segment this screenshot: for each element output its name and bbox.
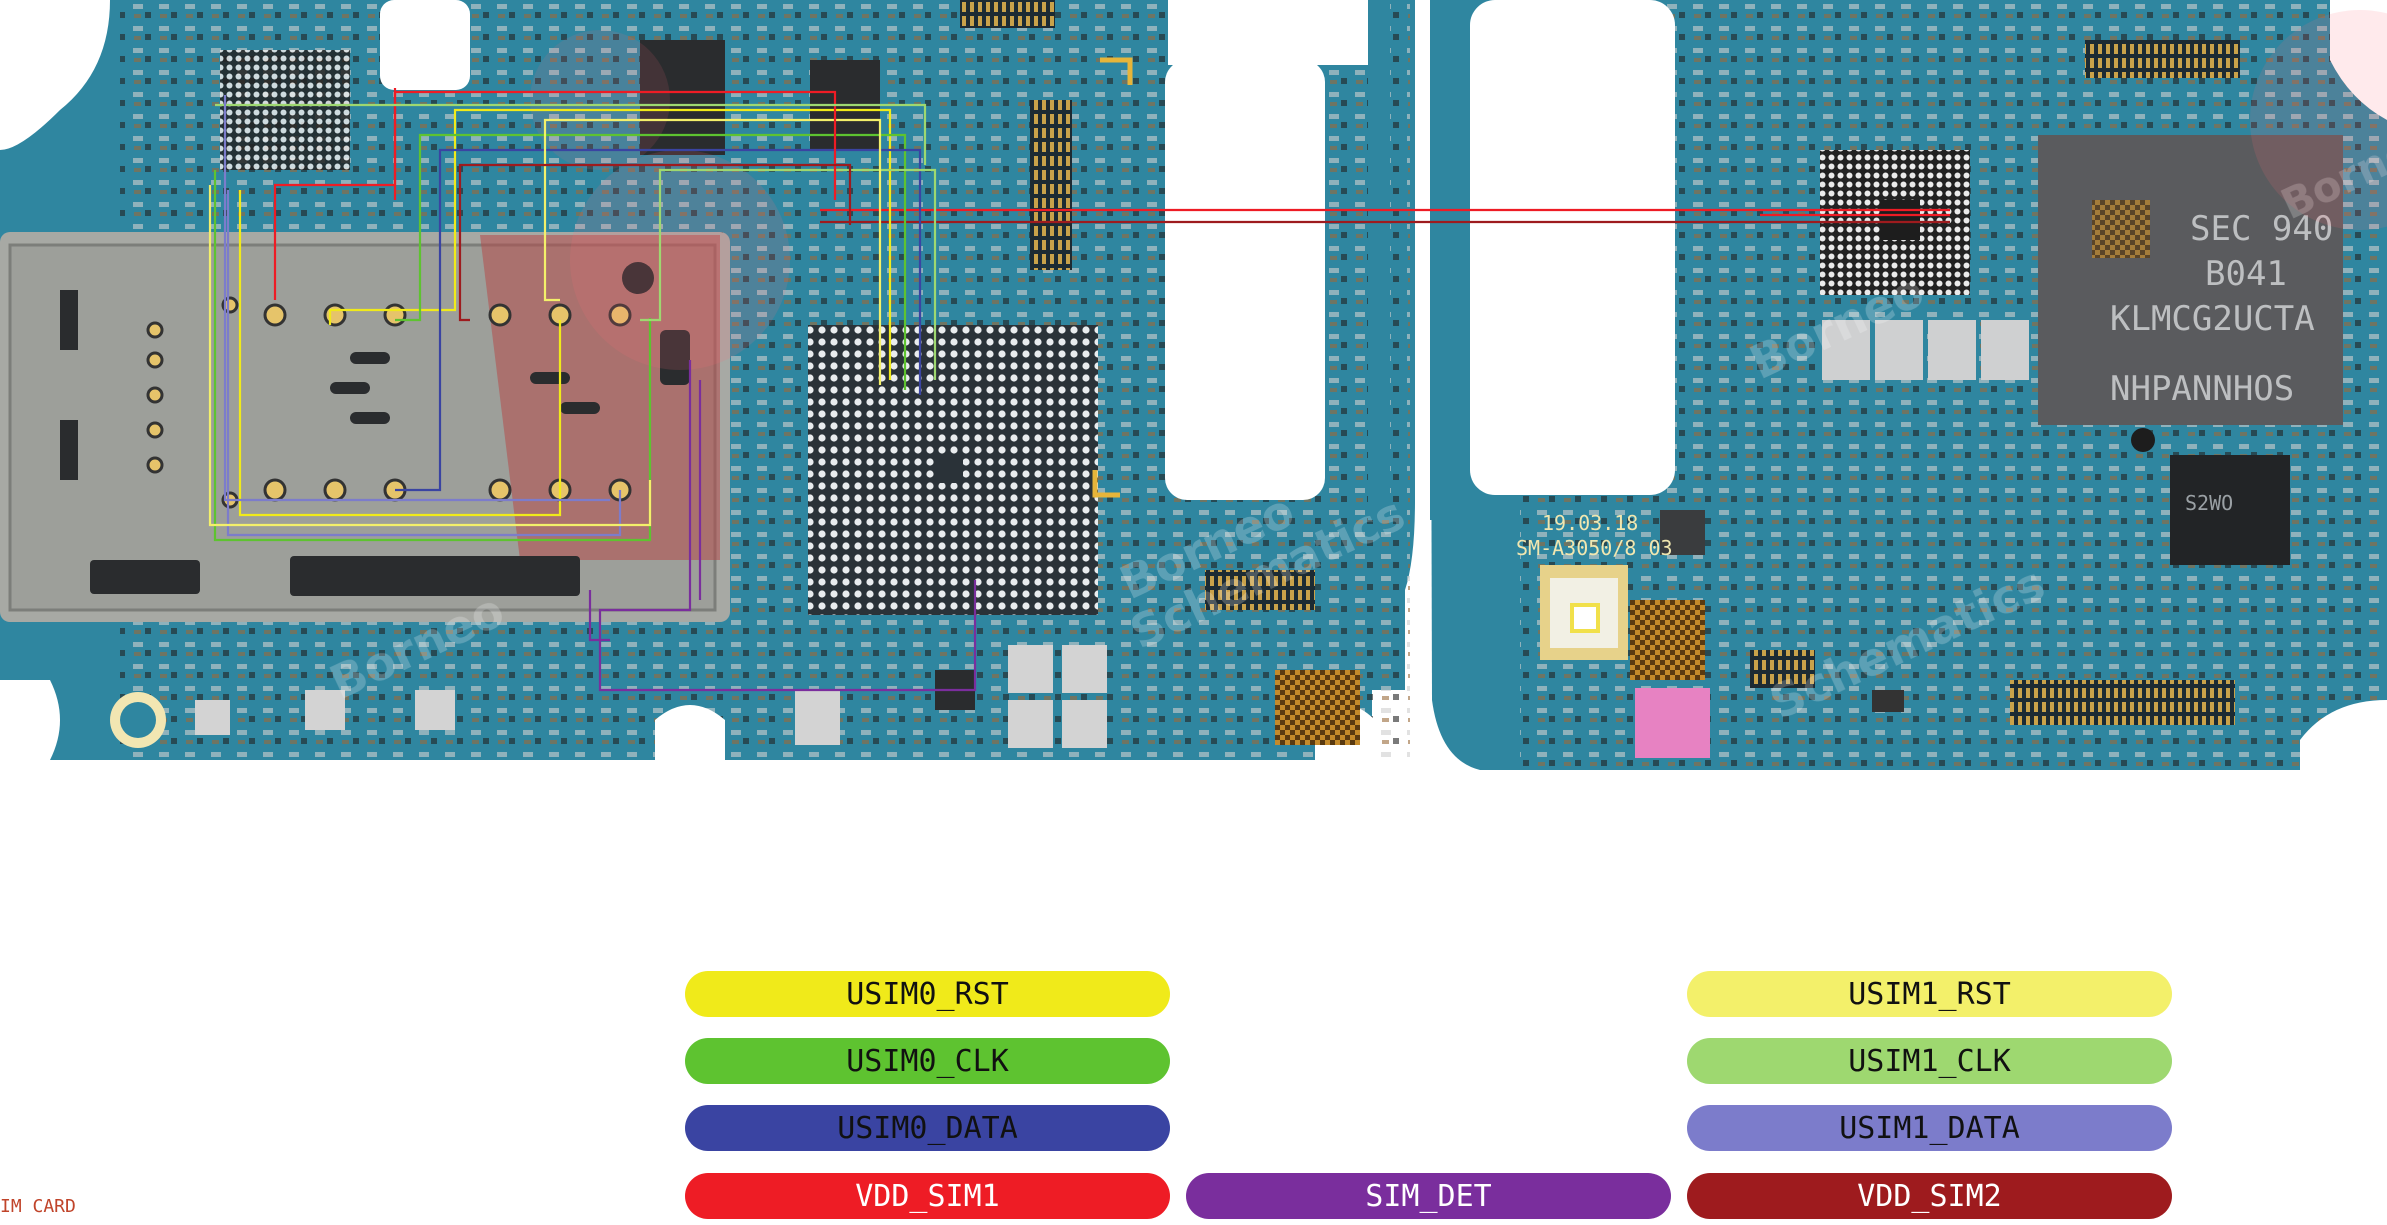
svg-text:NHPANNHOS: NHPANNHOS [2110, 369, 2294, 409]
pmic-marking: S2WO [2185, 491, 2233, 515]
legend-usim1-clk: USIM1_CLK [1687, 1038, 2172, 1084]
legend-vdd-sim2: VDD_SIM2 [1687, 1173, 2172, 1219]
emmc-chip [2038, 135, 2343, 425]
svg-text:KLMCG2UCTA: KLMCG2UCTA [2110, 299, 2315, 339]
pcb-photo: Borneo Schematics Borneo SEC 940 B041 KL… [0, 0, 2387, 780]
date-marking: 19.03.18 [1542, 511, 1638, 535]
legend-usim0-rst: USIM0_RST [685, 971, 1170, 1017]
legend-vdd-sim1: VDD_SIM1 [685, 1173, 1170, 1219]
legend-sim-det: SIM_DET [1186, 1173, 1671, 1219]
footer-label: IM CARD [0, 1196, 76, 1217]
left-board: Borneo Schematics Borneo [0, 0, 1415, 780]
legend-usim0-data: USIM0_DATA [685, 1105, 1170, 1151]
svg-text:B041: B041 [2205, 254, 2287, 294]
right-board: SEC 940 B041 KLMCG2UCTA NHPANNHOS S2WO 1… [1430, 0, 2387, 780]
legend-usim1-rst: USIM1_RST [1687, 971, 2172, 1017]
svg-text:SEC 940: SEC 940 [2190, 209, 2333, 249]
emmc-chip-marking: SEC 940 B041 KLMCG2UCTA NHPANNHOS [2110, 209, 2333, 409]
model-marking: SM-A3050/8 03 [1516, 536, 1673, 560]
legend-usim0-clk: USIM0_CLK [685, 1038, 1170, 1084]
legend-usim1-data: USIM1_DATA [1687, 1105, 2172, 1151]
signal-traces [208, 88, 1950, 692]
